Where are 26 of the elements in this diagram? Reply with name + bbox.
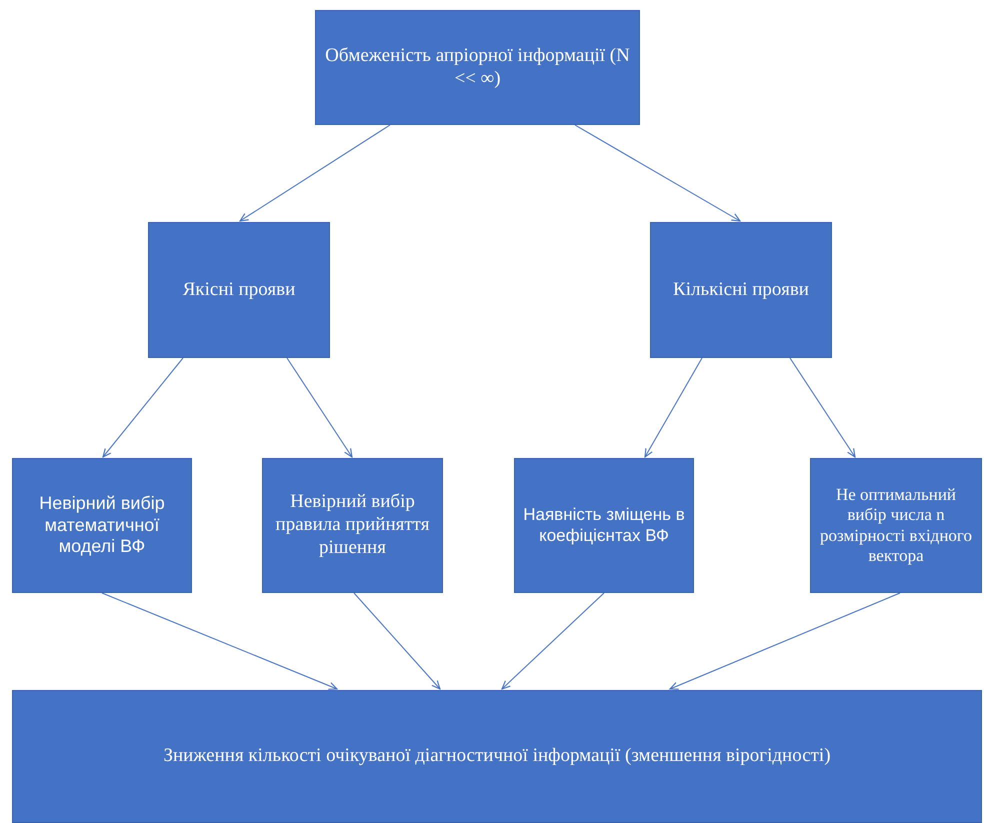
box-label: Наявність зміщень в коефіцієнтах ВФ [523,505,685,546]
box-label: Якісні прояви [182,278,296,302]
box-label: Обмеженість апріорної інформації (N << ∞) [324,44,631,90]
process-box [12,458,192,593]
process-box [514,458,694,593]
arrow [102,592,338,690]
arrow [354,592,441,690]
process-box [148,222,330,358]
box-label: Невірний вибір правила прийняття рішення [274,491,430,560]
arrow [574,124,741,222]
arrow [790,358,856,458]
process-box [315,10,640,125]
process-box [262,458,443,593]
box-label: Зниження кількості очікуваної діагностичної інформації (зменшення вірогідності) [163,745,831,768]
box-label: Кількісні прояви [673,278,809,302]
process-box [810,458,982,593]
box-label: Невірний вибір математичної моделі ВФ [38,493,166,558]
arrow [669,592,900,690]
arrow [286,358,353,458]
arrow [239,124,390,222]
process-box [650,222,832,358]
box-label: Не оптимальний вибір числа n розмірності вхідного вектора [819,484,973,566]
arrow [501,592,604,690]
process-box [12,690,982,823]
arrow [102,358,184,458]
arrow [644,358,702,458]
